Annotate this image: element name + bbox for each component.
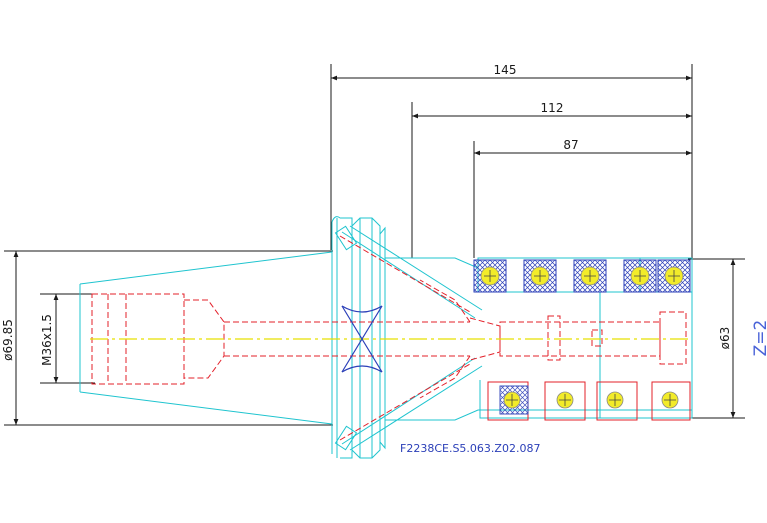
coolant-cross bbox=[341, 305, 383, 373]
dim-87: 87 bbox=[563, 138, 578, 152]
insert-top-4 bbox=[623, 259, 657, 293]
dim-left-diameter: ø69.85 bbox=[1, 319, 15, 361]
insert-bottom-3 bbox=[606, 391, 624, 409]
part-number-label: F2238CE.S5.063.Z02.087 bbox=[400, 442, 540, 455]
insert-top-3 bbox=[573, 259, 607, 293]
insert-top-1 bbox=[473, 259, 507, 293]
dimension-lines bbox=[4, 64, 745, 426]
insert-bottom-1 bbox=[499, 385, 529, 415]
insert-bottom-4 bbox=[661, 391, 679, 409]
tool-body-outline bbox=[79, 216, 693, 459]
dim-right-diameter: ø63 bbox=[718, 327, 732, 350]
insert-bottom-2 bbox=[556, 391, 574, 409]
insert-top-2 bbox=[523, 259, 557, 293]
dim-thread: M36x1.5 bbox=[40, 314, 54, 366]
dim-145: 145 bbox=[494, 63, 517, 77]
insert-count-label: Z=2 bbox=[751, 320, 767, 357]
dim-112: 112 bbox=[541, 101, 564, 115]
cutting-inserts bbox=[473, 259, 691, 415]
insert-top-5 bbox=[657, 259, 691, 293]
